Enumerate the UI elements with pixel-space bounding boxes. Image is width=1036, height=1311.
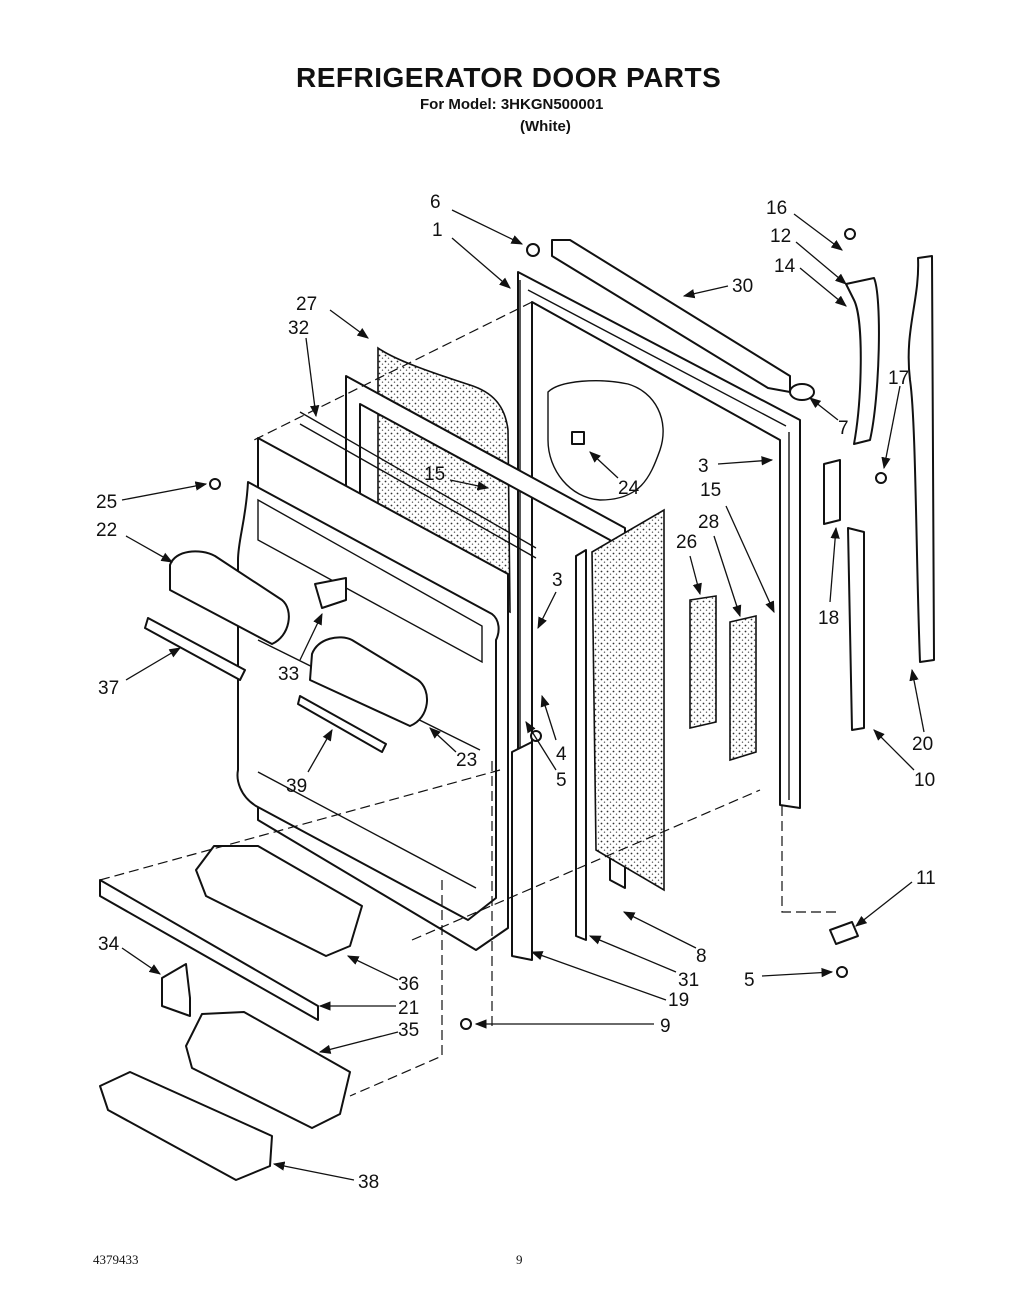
door-bin-36 (195, 845, 363, 957)
callout-label: 23 (456, 750, 477, 771)
document-number: 4379433 (93, 1252, 139, 1267)
callout-label: 5 (556, 770, 567, 791)
top-hinge (845, 277, 880, 445)
callout-label: 39 (286, 776, 307, 797)
callout-label: 21 (398, 998, 419, 1019)
callout-label: 18 (818, 608, 839, 629)
callout-label: 30 (732, 276, 753, 297)
callout-label: 10 (914, 770, 935, 791)
bottom-hinge (829, 921, 859, 945)
callout-leaders (121, 209, 925, 1181)
callout-label: 27 (296, 294, 317, 315)
callout-label: 12 (770, 226, 791, 247)
callout-label: 36 (398, 974, 419, 995)
shelf-rail (99, 879, 319, 1021)
callout-label: 9 (660, 1016, 671, 1037)
door-clip (571, 431, 585, 445)
gasket-strip-19 (511, 741, 533, 961)
callout-label: 4 (556, 744, 567, 765)
callout-label: 5 (744, 970, 755, 991)
callout-label: 35 (398, 1020, 419, 1041)
callout-label: 22 (96, 520, 117, 541)
door-bin-35 (185, 1011, 351, 1129)
gasket-strip-31 (575, 549, 587, 941)
callout-label: 15 (424, 464, 445, 485)
callout-label: 3 (698, 456, 709, 477)
shelf-bracket (161, 963, 191, 1017)
callout-labels: 6 1 30 16 12 14 27 32 7 17 15 24 3 15 25… (96, 192, 936, 1193)
insulation-patch (547, 380, 664, 501)
callout-label: 33 (278, 664, 299, 685)
hinge-channel-10 (847, 527, 865, 731)
foam-block-26 (689, 595, 717, 730)
shelf-clip (314, 577, 347, 609)
upper-door-bin (144, 550, 290, 681)
callout-label: 28 (698, 512, 719, 533)
screw-icon (209, 228, 887, 1030)
alignment-lines (99, 301, 838, 1097)
callout-label: 8 (696, 946, 707, 967)
callout-label: 32 (288, 318, 309, 339)
lower-door-bin (297, 636, 429, 753)
callout-label: 37 (98, 678, 119, 699)
callout-label: 24 (618, 478, 640, 499)
foam-block-28 (729, 614, 757, 762)
hinge-rail-20 (907, 255, 935, 663)
callout-label: 20 (912, 734, 933, 755)
callout-label: 34 (98, 934, 120, 955)
callout-label: 38 (358, 1172, 379, 1193)
callout-label: 16 (766, 198, 787, 219)
callout-label: 25 (96, 492, 117, 513)
callout-label: 19 (668, 990, 689, 1011)
callout-label: 26 (676, 532, 697, 553)
callout-label: 14 (774, 256, 796, 277)
callout-label: 31 (678, 970, 699, 991)
hinge-shim-18 (823, 459, 841, 525)
callout-label: 6 (430, 192, 441, 213)
callout-label: 1 (432, 220, 443, 241)
model-number: For Model: 3HKGN500001 (420, 96, 604, 113)
callout-label: 3 (552, 570, 563, 591)
callout-label: 11 (916, 868, 936, 889)
egg-tray (99, 1071, 273, 1181)
callout-label: 15 (700, 480, 721, 501)
callout-label: 17 (888, 368, 909, 389)
page-title: REFRIGERATOR DOOR PARTS (296, 62, 722, 93)
model-color: (White) (520, 118, 571, 135)
page-number: 9 (516, 1252, 523, 1267)
foam-side-strip (591, 508, 665, 892)
hinge-bushing (789, 383, 815, 401)
callout-label: 7 (838, 418, 849, 439)
